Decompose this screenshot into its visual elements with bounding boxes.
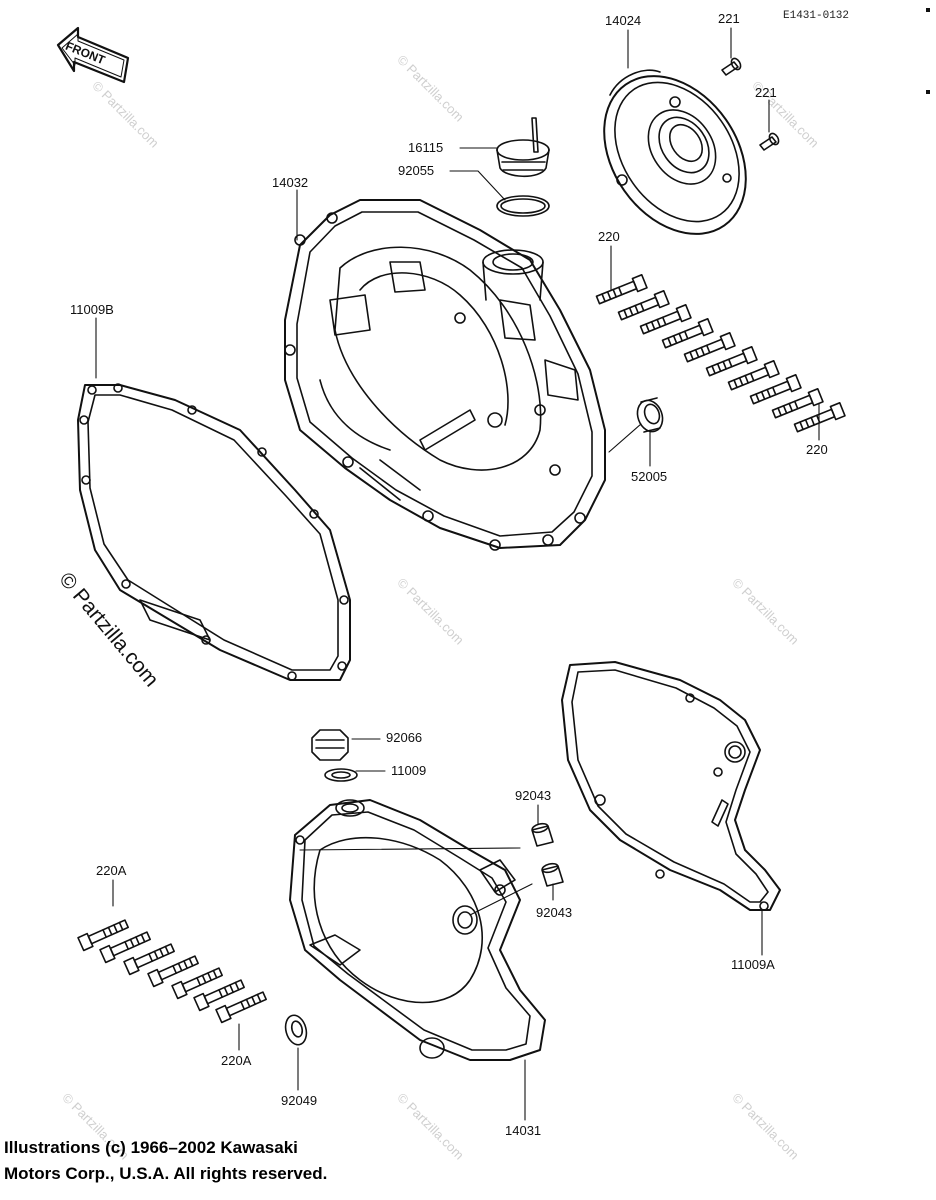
o-ring-92055 <box>496 195 550 217</box>
gasket-11009A <box>561 661 781 911</box>
part-label-16115[interactable]: 16115 <box>408 140 444 155</box>
part-label-92049[interactable]: 92049 <box>281 1093 318 1108</box>
clutch-cover-14032 <box>284 199 606 551</box>
part-label-221[interactable]: 221 <box>755 85 777 100</box>
part-label-92055[interactable]: 92055 <box>398 163 435 178</box>
bolt-set-220A <box>77 919 267 1024</box>
copyright-line-2: Motors Corp., U.S.A. All rights reserved… <box>4 1164 328 1183</box>
part-label-11009[interactable]: 11009 <box>391 763 427 778</box>
dowel-pin-92043 <box>531 822 554 847</box>
part-label-14031[interactable]: 14031 <box>505 1123 542 1138</box>
drain-plug-92066 <box>311 729 349 761</box>
generator-cover-14031 <box>289 799 546 1061</box>
part-label-92066[interactable]: 92066 <box>386 730 423 745</box>
gasket-11009B <box>77 383 351 681</box>
washer-11009 <box>324 768 358 782</box>
filler-cap-16115 <box>496 117 550 178</box>
part-label-11009B[interactable]: 11009B <box>70 302 114 317</box>
cover-plate-14024 <box>603 69 747 235</box>
part-label-52005[interactable]: 52005 <box>631 469 668 484</box>
part-label-14032[interactable]: 14032 <box>272 175 309 190</box>
copyright-line-1: Illustrations (c) 1966–2002 Kawasaki <box>4 1138 298 1157</box>
part-label-220A[interactable]: 220A <box>221 1053 252 1068</box>
front-arrow-icon <box>56 26 130 84</box>
dowel-pin-92043 <box>541 862 564 887</box>
part-label-14024[interactable]: 14024 <box>605 13 642 28</box>
part-label-92043[interactable]: 92043 <box>515 788 552 803</box>
oil-seal-92049 <box>284 1014 308 1046</box>
screw-221 <box>721 57 742 76</box>
diagram-ref-code: E1431-0132 <box>783 10 850 22</box>
oil-seal-52005 <box>636 397 664 433</box>
bolt-set-220 <box>595 273 846 433</box>
part-label-11009A[interactable]: 11009A <box>731 957 775 972</box>
part-label-220A[interactable]: 220A <box>96 863 127 878</box>
part-label-92043[interactable]: 92043 <box>536 905 573 920</box>
part-label-220[interactable]: 220 <box>806 442 828 457</box>
leader-lines <box>95 27 820 1121</box>
part-label-221[interactable]: 221 <box>718 11 740 26</box>
screw-221 <box>759 132 780 151</box>
part-label-220[interactable]: 220 <box>598 229 620 244</box>
